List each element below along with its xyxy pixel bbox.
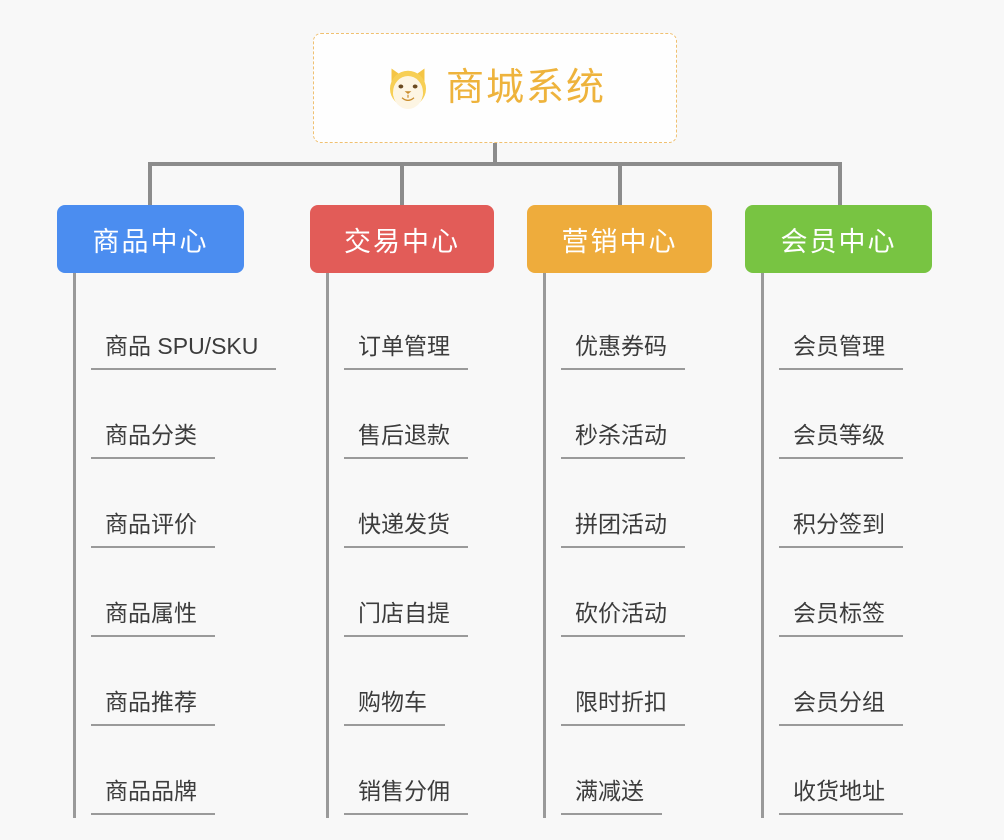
column-product-center: 商品中心 商品 SPU/SKU 商品分类 商品评价 商品属性 商品推荐 商品品牌 (57, 205, 307, 818)
list-item-label: 会员管理 (779, 335, 903, 370)
list-item[interactable]: 商品分类 (57, 370, 307, 459)
connector-drop-1 (148, 162, 152, 207)
list-item-label: 会员标签 (779, 602, 903, 637)
column-header-trade-center[interactable]: 交易中心 (310, 205, 494, 273)
list-item-label: 满减送 (561, 780, 662, 815)
shiba-dog-face-icon (384, 64, 432, 112)
column-spine (326, 273, 329, 818)
column-header-label: 会员中心 (780, 226, 897, 257)
list-item[interactable]: 积分签到 (745, 459, 975, 548)
column-body-product-center: 商品 SPU/SKU 商品分类 商品评价 商品属性 商品推荐 商品品牌 (57, 273, 307, 818)
list-item-label: 快递发货 (344, 513, 468, 548)
column-spine (761, 273, 764, 818)
list-item-label: 限时折扣 (561, 691, 685, 726)
list-item-label: 积分签到 (779, 513, 903, 548)
list-item[interactable]: 会员等级 (745, 370, 975, 459)
list-item[interactable]: 售后退款 (310, 370, 540, 459)
connector-drop-3 (618, 162, 622, 207)
list-item[interactable]: 商品属性 (57, 548, 307, 637)
list-item-label: 会员分组 (779, 691, 903, 726)
list-item[interactable]: 秒杀活动 (527, 370, 757, 459)
column-spine (543, 273, 546, 818)
list-item[interactable]: 门店自提 (310, 548, 540, 637)
root-title: 商城系统 (445, 67, 606, 109)
list-item-label: 会员等级 (779, 424, 903, 459)
list-item[interactable]: 商品品牌 (57, 726, 307, 815)
list-item-label: 商品评价 (91, 513, 215, 548)
list-item-label: 收货地址 (779, 780, 903, 815)
list-item-label: 购物车 (344, 691, 445, 726)
column-body-marketing-center: 优惠券码 秒杀活动 拼团活动 砍价活动 限时折扣 满减送 (527, 273, 757, 818)
column-member-center: 会员中心 会员管理 会员等级 积分签到 会员标签 会员分组 收货地址 (745, 205, 975, 818)
list-item[interactable]: 会员分组 (745, 637, 975, 726)
list-item[interactable]: 商品评价 (57, 459, 307, 548)
list-item[interactable]: 商品 SPU/SKU (57, 281, 307, 370)
column-trade-center: 交易中心 订单管理 售后退款 快递发货 门店自提 购物车 销售分佣 (310, 205, 540, 818)
list-item-label: 砍价活动 (561, 602, 685, 637)
list-item[interactable]: 满减送 (527, 726, 757, 815)
list-item[interactable]: 购物车 (310, 637, 540, 726)
connector-root-stem (493, 143, 497, 164)
column-header-label: 营销中心 (561, 226, 678, 257)
column-header-member-center[interactable]: 会员中心 (745, 205, 932, 273)
list-item-label: 商品品牌 (91, 780, 215, 815)
list-item[interactable]: 商品推荐 (57, 637, 307, 726)
connector-horizontal-bus (148, 162, 842, 166)
list-item[interactable]: 会员管理 (745, 281, 975, 370)
list-item-label: 商品 SPU/SKU (91, 335, 277, 370)
column-spine (73, 273, 76, 818)
list-item-label: 商品推荐 (91, 691, 215, 726)
list-item-label: 订单管理 (344, 335, 468, 370)
list-item-label: 秒杀活动 (561, 424, 685, 459)
list-item[interactable]: 会员标签 (745, 548, 975, 637)
list-item-label: 售后退款 (344, 424, 468, 459)
list-item-label: 拼团活动 (561, 513, 685, 548)
list-item[interactable]: 销售分佣 (310, 726, 540, 815)
connector-drop-2 (400, 162, 404, 207)
column-header-label: 商品中心 (92, 226, 209, 257)
list-item[interactable]: 收货地址 (745, 726, 975, 815)
list-item[interactable]: 快递发货 (310, 459, 540, 548)
connector-drop-4 (838, 162, 842, 207)
list-item[interactable]: 拼团活动 (527, 459, 757, 548)
column-marketing-center: 营销中心 优惠券码 秒杀活动 拼团活动 砍价活动 限时折扣 满减送 (527, 205, 757, 818)
column-body-trade-center: 订单管理 售后退款 快递发货 门店自提 购物车 销售分佣 (310, 273, 540, 818)
column-body-member-center: 会员管理 会员等级 积分签到 会员标签 会员分组 收货地址 (745, 273, 975, 818)
list-item-label: 门店自提 (344, 602, 468, 637)
column-header-product-center[interactable]: 商品中心 (57, 205, 244, 273)
list-item-label: 商品属性 (91, 602, 215, 637)
list-item[interactable]: 砍价活动 (527, 548, 757, 637)
list-item-label: 优惠券码 (561, 335, 685, 370)
list-item-label: 商品分类 (91, 424, 215, 459)
column-header-label: 交易中心 (344, 226, 460, 257)
list-item[interactable]: 订单管理 (310, 281, 540, 370)
list-item-label: 销售分佣 (344, 780, 468, 815)
list-item[interactable]: 优惠券码 (527, 281, 757, 370)
column-header-marketing-center[interactable]: 营销中心 (527, 205, 712, 273)
root-node[interactable]: 商城系统 (313, 33, 677, 143)
list-item[interactable]: 限时折扣 (527, 637, 757, 726)
